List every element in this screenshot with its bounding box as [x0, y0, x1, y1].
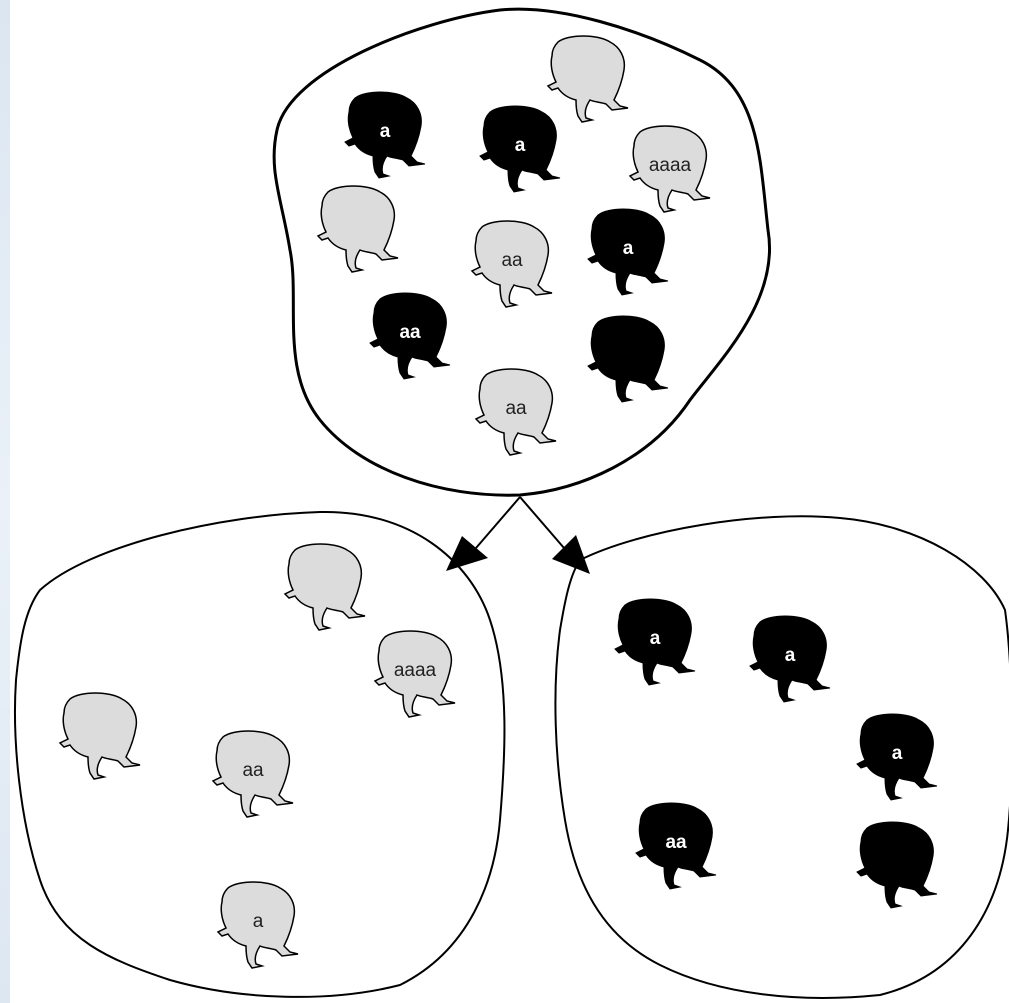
- frog-allele-label: a: [623, 238, 634, 259]
- frog-allele-label: aa: [501, 250, 523, 271]
- frog-allele-label: aa: [665, 832, 687, 853]
- arrow-left-icon: [446, 497, 520, 571]
- frog-allele-label: aaaa: [394, 660, 437, 681]
- frog-allele-label: a: [380, 121, 391, 142]
- frog-allele-label: aa: [242, 760, 264, 781]
- frog-allele-label: a: [515, 135, 526, 156]
- arrow-right-icon: [520, 497, 590, 574]
- frog-allele-label: a: [892, 743, 903, 764]
- right-population-boundary: [555, 516, 1009, 998]
- frog-allele-label: aaaa: [649, 155, 692, 176]
- frog-allele-label: a: [785, 645, 796, 666]
- frog-allele-label: a: [650, 628, 661, 649]
- frog-allele-label: aa: [505, 398, 527, 419]
- frog-allele-label: aa: [399, 322, 421, 343]
- frog-allele-label: a: [253, 911, 264, 932]
